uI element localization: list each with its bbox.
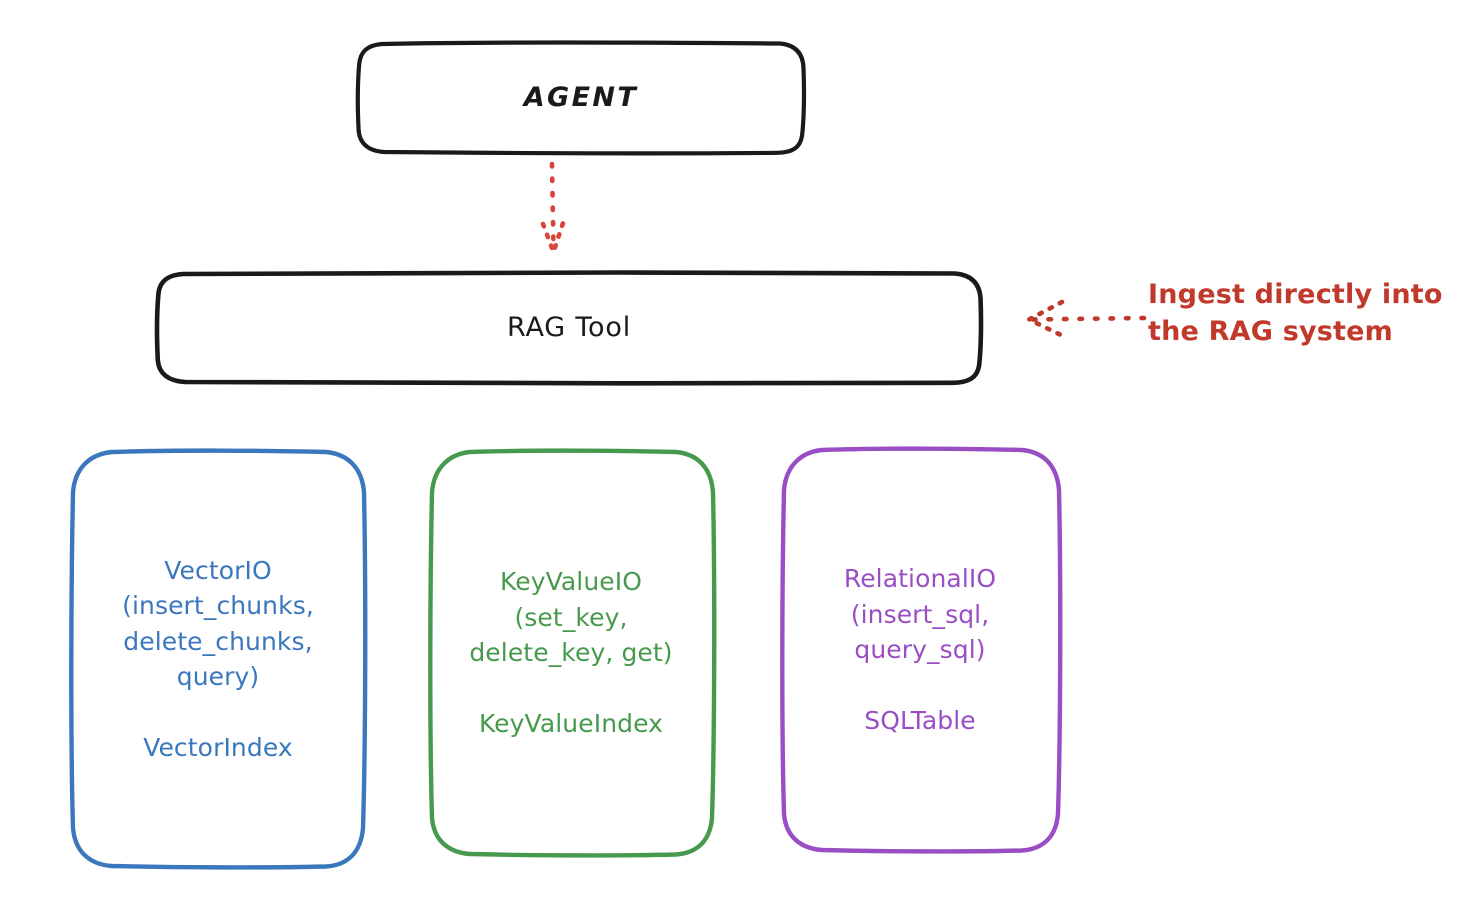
node-key-value-io-label: KeyValueIO (set_key, delete_key, get) Ke…	[469, 567, 673, 739]
node-relational-io-label: RelationalIO (insert_sql, query_sql) SQL…	[843, 564, 997, 736]
node-vector-io[interactable]: VectorIO (insert_chunks, delete_chunks, …	[68, 448, 368, 870]
annotation-ingest-note: Ingest directly into the RAG system	[1148, 279, 1443, 348]
node-agent-label: AGENT	[523, 81, 639, 113]
dotted-arrow-left-icon	[1026, 299, 1147, 339]
node-rag-tool[interactable]: RAG Tool	[154, 270, 984, 386]
node-rag-tool-label: RAG Tool	[506, 311, 631, 343]
dotted-arrow-down-icon	[540, 161, 566, 255]
node-vector-io-label: VectorIO (insert_chunks, delete_chunks, …	[122, 555, 314, 763]
node-relational-io[interactable]: RelationalIO (insert_sql, query_sql) SQL…	[778, 446, 1063, 854]
node-key-value-io[interactable]: KeyValueIO (set_key, delete_key, get) Ke…	[426, 448, 717, 858]
node-agent[interactable]: AGENT	[355, 40, 807, 156]
